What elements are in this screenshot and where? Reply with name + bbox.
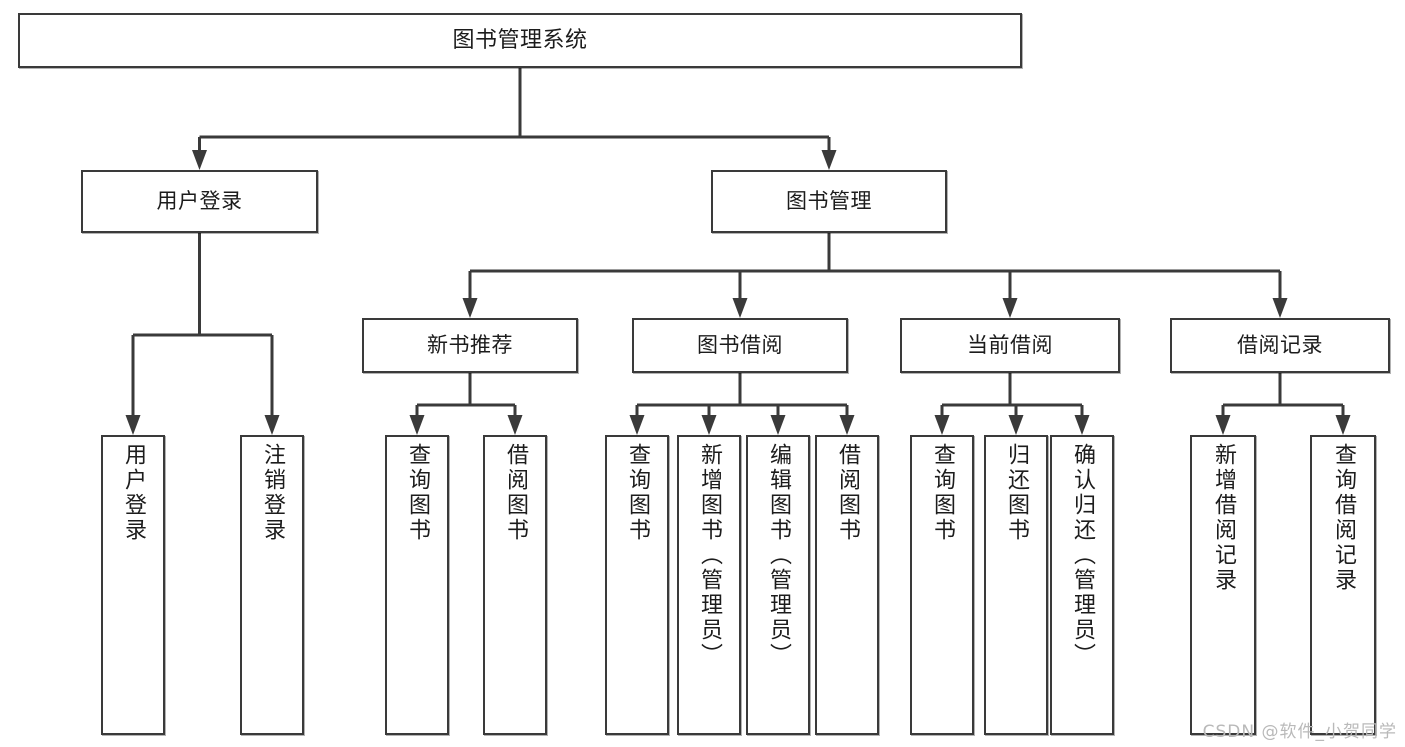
node-label-b-add: 新增图书（管理员） [697,443,722,668]
node-label-bookmgmt: 图书管理 [786,188,872,213]
arrowhead-login [192,150,207,170]
node-b-edit[interactable]: 编辑图书（管理员） [746,435,810,735]
node-b-borrow[interactable]: 借阅图书 [815,435,879,735]
node-label-newbook: 新书推荐 [427,332,513,357]
node-r-add[interactable]: 新增借阅记录 [1190,435,1256,735]
node-newbook[interactable]: 新书推荐 [362,318,578,373]
arrowhead-l-logout [264,415,280,435]
node-l-logout[interactable]: 注销登录 [240,435,304,735]
arrowhead-b-add [701,415,717,435]
arrowhead-borrow [732,298,748,318]
arrowhead-newbook [462,298,478,318]
node-c-return[interactable]: 归还图书 [984,435,1048,735]
node-label-l-logout: 注销登录 [260,443,285,543]
arrowhead-c-query [934,415,950,435]
node-label-r-add: 新增借阅记录 [1211,443,1236,593]
node-label-b-edit: 编辑图书（管理员） [766,443,791,668]
node-b-query[interactable]: 查询图书 [605,435,669,735]
node-label-root: 图书管理系统 [452,27,588,53]
node-label-b-borrow: 借阅图书 [835,443,860,543]
node-c-query[interactable]: 查询图书 [910,435,974,735]
arrowhead-current [1002,298,1018,318]
node-records[interactable]: 借阅记录 [1170,318,1390,373]
node-bookmgmt[interactable]: 图书管理 [711,170,947,233]
arrowhead-c-confirm [1074,415,1090,435]
arrowhead-c-return [1008,415,1024,435]
node-r-query[interactable]: 查询借阅记录 [1310,435,1376,735]
node-c-confirm[interactable]: 确认归还（管理员） [1050,435,1114,735]
arrowhead-b-borrow [839,415,855,435]
node-label-r-query: 查询借阅记录 [1331,443,1356,593]
node-b-add[interactable]: 新增图书（管理员） [677,435,741,735]
node-current[interactable]: 当前借阅 [900,318,1120,373]
node-l-login[interactable]: 用户登录 [101,435,165,735]
node-label-n-borrow: 借阅图书 [503,443,528,543]
node-borrow[interactable]: 图书借阅 [632,318,848,373]
arrowhead-n-borrow [507,415,523,435]
node-label-c-query: 查询图书 [930,443,955,543]
arrowhead-n-query [409,415,425,435]
arrowhead-r-query [1335,415,1351,435]
node-label-c-confirm: 确认归还（管理员） [1070,443,1095,668]
node-n-query[interactable]: 查询图书 [385,435,449,735]
node-login[interactable]: 用户登录 [81,170,318,233]
node-label-login: 用户登录 [156,188,243,213]
arrowhead-l-login [125,415,141,435]
node-label-records: 借阅记录 [1237,332,1323,357]
arrowhead-b-query [629,415,645,435]
node-label-c-return: 归还图书 [1004,443,1029,543]
arrowhead-b-edit [770,415,786,435]
node-label-borrow: 图书借阅 [697,332,783,357]
arrowhead-bookmgmt [821,150,837,170]
node-label-current: 当前借阅 [967,332,1053,357]
node-root[interactable]: 图书管理系统 [18,13,1022,68]
node-label-b-query: 查询图书 [625,443,650,543]
arrowhead-r-add [1215,415,1231,435]
arrowhead-records [1272,298,1288,318]
node-label-n-query: 查询图书 [405,443,430,543]
node-label-l-login: 用户登录 [121,443,146,543]
node-n-borrow[interactable]: 借阅图书 [483,435,547,735]
